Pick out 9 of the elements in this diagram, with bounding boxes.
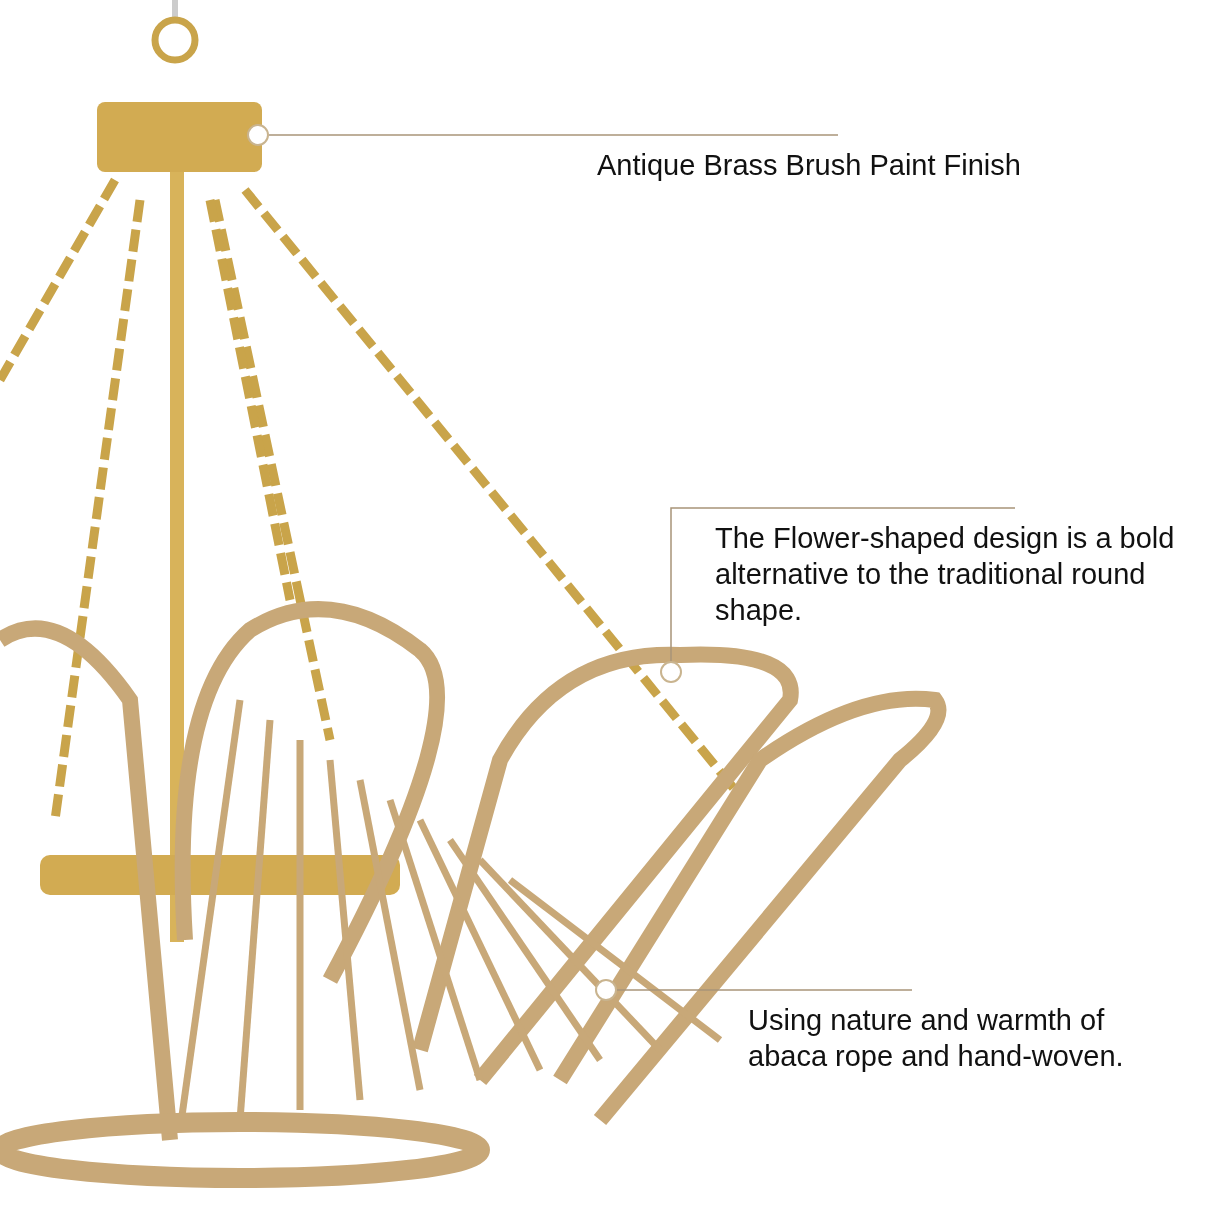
leader-line bbox=[616, 989, 913, 991]
callout-dot bbox=[660, 661, 682, 683]
callout-text: The Flower-shaped design is a bold alternative to the traditional round shape. bbox=[715, 508, 1185, 628]
callout-text: Using nature and warmth of abaca rope and hand-woven. bbox=[748, 990, 1168, 1074]
leader-line bbox=[670, 507, 1016, 662]
callout-dot bbox=[247, 124, 269, 146]
callout-dot bbox=[595, 979, 617, 1001]
leader-line bbox=[268, 134, 839, 136]
callout-text: Antique Brass Brush Paint Finish bbox=[597, 135, 1057, 183]
